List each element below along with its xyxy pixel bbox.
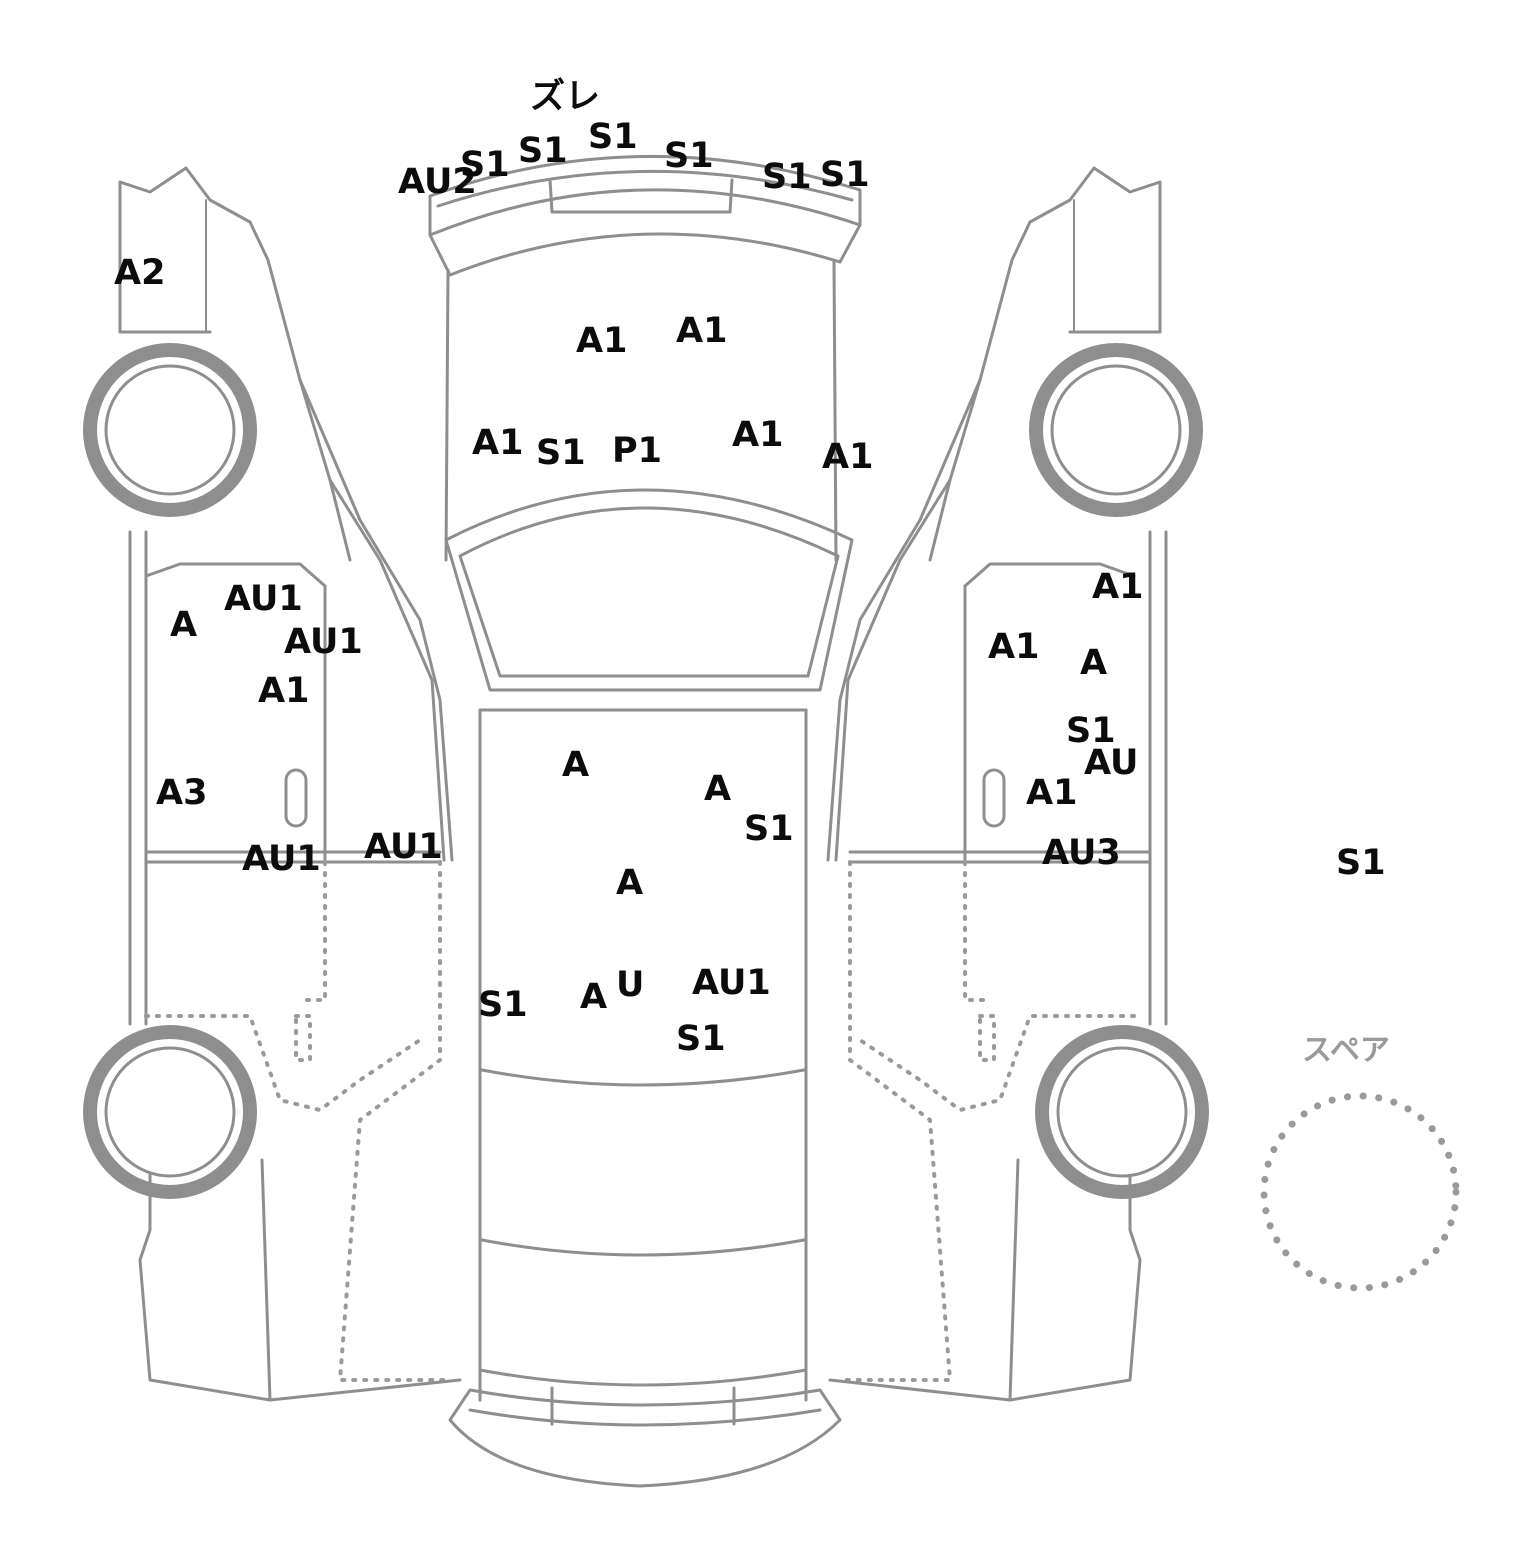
damage-mark: A xyxy=(170,605,198,645)
front-note: ズレ xyxy=(530,77,601,117)
damage-mark: A1 xyxy=(822,437,874,477)
damage-mark: S1 xyxy=(762,157,812,197)
damage-mark: A1 xyxy=(732,415,784,455)
spare-tire-label: スペア xyxy=(1302,1033,1390,1068)
damage-mark: A3 xyxy=(156,773,208,813)
damage-mark: S1 xyxy=(478,985,528,1025)
damage-mark: AU1 xyxy=(364,827,443,867)
damage-mark: AU2 xyxy=(398,162,477,202)
damage-mark: S1 xyxy=(460,145,510,185)
damage-mark: AU xyxy=(1084,743,1139,783)
damage-mark: A1 xyxy=(258,671,310,711)
damage-mark: AU1 xyxy=(284,622,363,662)
damage-mark: A xyxy=(562,745,590,785)
damage-mark: A xyxy=(580,977,608,1017)
damage-mark: S1 xyxy=(588,117,638,157)
damage-mark: A1 xyxy=(1092,567,1144,607)
right-side-view xyxy=(826,166,1209,1402)
damage-mark: S1 xyxy=(1066,711,1116,751)
damage-mark: S1 xyxy=(1336,843,1386,883)
damage-mark: AU3 xyxy=(1042,833,1121,873)
damage-mark: S1 xyxy=(744,809,794,849)
damage-mark: A xyxy=(1080,643,1108,683)
damage-mark: S1 xyxy=(820,155,870,195)
damage-mark: AU1 xyxy=(242,839,321,879)
damage-mark: A xyxy=(616,863,644,903)
damage-mark: A1 xyxy=(676,311,728,351)
damage-mark: AU1 xyxy=(692,963,771,1003)
left-side-view xyxy=(83,166,462,1402)
damage-mark: A2 xyxy=(114,253,166,293)
spare-tire-ring xyxy=(1260,1092,1460,1292)
damage-mark: S1 xyxy=(664,136,714,176)
damage-mark: A xyxy=(704,769,732,809)
damage-mark: S1 xyxy=(676,1019,726,1059)
damage-mark: AU1 xyxy=(224,579,303,619)
damage-mark: S1 xyxy=(536,433,586,473)
damage-mark: A1 xyxy=(472,423,524,463)
damage-mark: A1 xyxy=(576,321,628,361)
damage-mark: S1 xyxy=(518,131,568,171)
damage-mark: A1 xyxy=(1026,773,1078,813)
damage-mark: U xyxy=(616,965,645,1005)
top-view xyxy=(428,155,862,1488)
damage-mark: P1 xyxy=(612,431,663,471)
damage-mark: A1 xyxy=(988,627,1040,667)
